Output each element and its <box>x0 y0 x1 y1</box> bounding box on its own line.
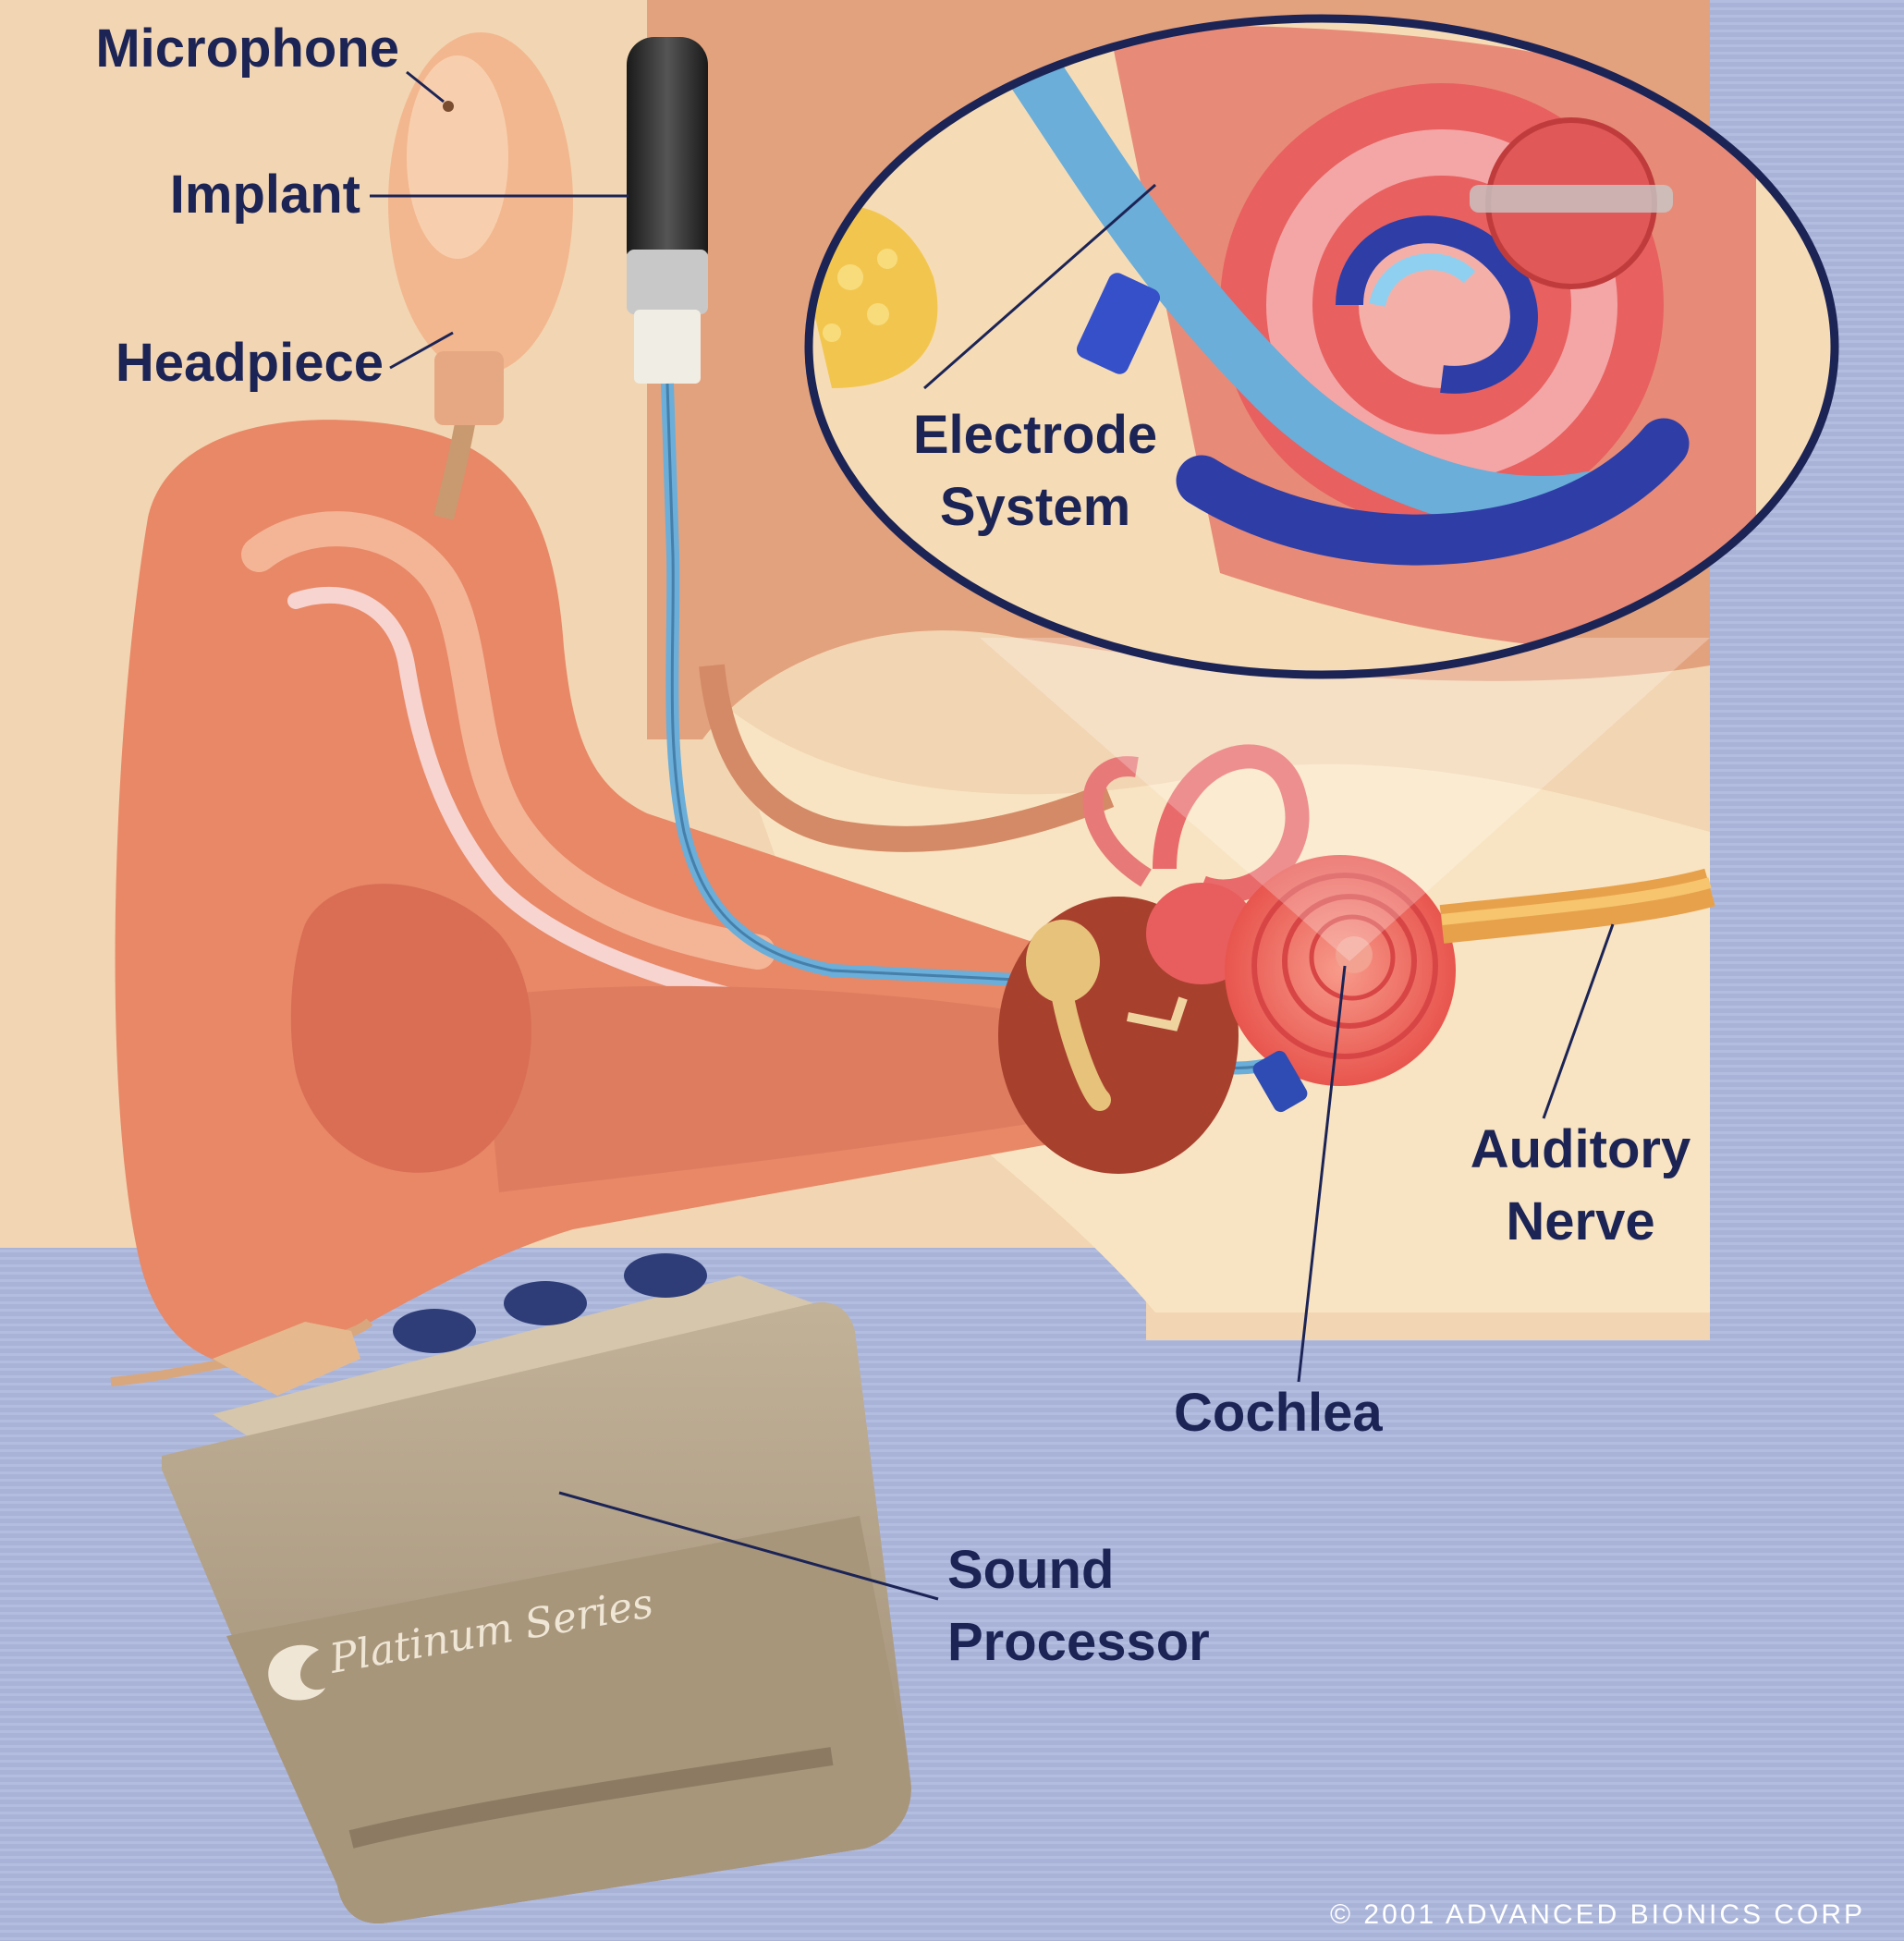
processor-button-1 <box>393 1309 476 1353</box>
zoom-oval-content <box>809 18 1835 675</box>
label-microphone: Microphone <box>95 18 399 79</box>
electrode-tip <box>1252 1050 1308 1113</box>
processor-grip <box>348 1747 834 1849</box>
headpiece-highlight <box>407 55 508 259</box>
cochlea-turn-1 <box>1251 873 1438 1059</box>
leader-auditory-nerve <box>1542 923 1615 1119</box>
microphone-port <box>443 101 454 112</box>
leader-lines <box>370 70 1615 1601</box>
label-cochlea: Cochlea <box>1174 1383 1383 1443</box>
ear-cartilage <box>287 586 748 1007</box>
semicircular-canal <box>1153 744 1310 904</box>
leader-microphone <box>406 70 445 104</box>
concha <box>290 884 531 1173</box>
processor-button-2 <box>504 1281 587 1325</box>
label-implant: Implant <box>169 165 360 225</box>
implant-body <box>627 37 708 277</box>
label-sound-processor: Sound Processor <box>947 1540 1210 1672</box>
headpiece-neck <box>434 351 504 425</box>
leader-headpiece <box>389 331 454 370</box>
ossicle-malleus <box>1026 920 1100 1003</box>
zoom-oval-border <box>804 14 1839 679</box>
ossicle-stapes <box>1127 996 1188 1032</box>
processor-button-3 <box>624 1253 707 1298</box>
leader-electrode <box>923 183 1156 390</box>
cochlea-turn-4 <box>1336 936 1373 973</box>
label-electrode-system: Electrode System <box>912 405 1158 537</box>
implant-connector <box>627 250 708 314</box>
ear-inner-fold <box>241 511 775 970</box>
processor-logo-icon <box>268 1644 325 1701</box>
label-headpiece: Headpiece <box>115 333 384 393</box>
cochlea-turn-2 <box>1282 894 1417 1029</box>
semicircular-canal-2 <box>1082 756 1153 887</box>
copyright-text: © 2001 ADVANCED BIONICS CORP <box>1329 1899 1865 1930</box>
label-auditory-nerve: Auditory Nerve <box>1470 1119 1691 1251</box>
magnification-cone <box>980 638 1710 961</box>
ossicle-incus <box>1052 987 1111 1111</box>
leader-sound-processor <box>558 1491 939 1601</box>
leader-cochlea <box>1297 965 1347 1383</box>
auditory-nerve-highlight <box>1441 877 1712 925</box>
implant-base <box>634 310 701 384</box>
cochlea-turn-3 <box>1309 914 1396 1001</box>
temporal-bone <box>699 664 1115 852</box>
processor-connector <box>213 1322 360 1396</box>
ear-canal <box>481 985 1087 1192</box>
